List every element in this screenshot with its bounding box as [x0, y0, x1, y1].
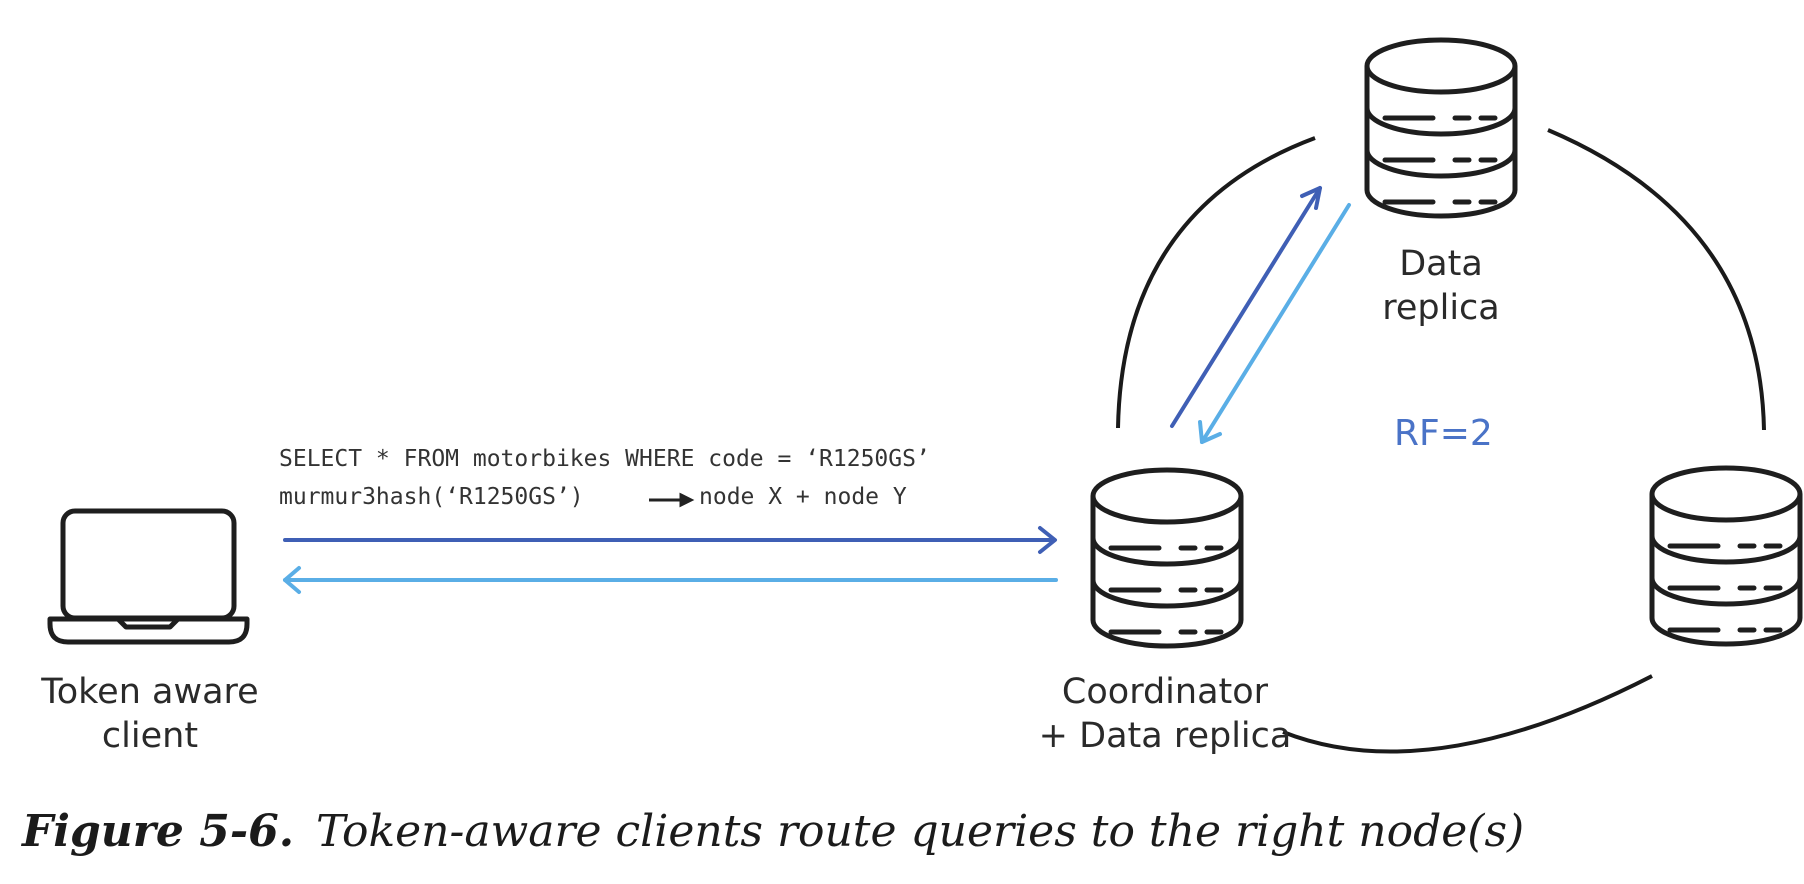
request-arrow [283, 526, 1057, 554]
third-node-database-icon [1652, 468, 1800, 644]
coordinator-label-line1: Coordinator [1061, 672, 1269, 712]
ring-arc-right [1547, 128, 1766, 431]
figure-caption-text: Token-aware clients route queries to the… [316, 806, 1525, 857]
client-label-line2: client [101, 716, 199, 756]
replication-factor-label: RF=2 [1394, 413, 1493, 454]
data-replica-label-line2: replica [1382, 288, 1500, 328]
figure-number: Figure 5-6. [22, 806, 295, 857]
data-replica-database-icon [1367, 40, 1515, 216]
coordinator-label-line2: + Data replica [1038, 716, 1292, 756]
client-label: Token aware client [10, 670, 290, 758]
query-statement: SELECT * FROM motorbikes WHERE code = ‘R… [279, 446, 930, 472]
coordinator-to-replica-arrow [1170, 186, 1322, 428]
client-label-line1: Token aware [41, 672, 259, 712]
hash-expression: murmur3hash(‘R1250GS’) [279, 484, 584, 510]
coordinator-label: Coordinator + Data replica [1020, 670, 1310, 758]
ring-arc-bottom [1282, 674, 1653, 754]
response-arrow [283, 566, 1058, 594]
cluster-ring [1116, 128, 1766, 754]
hash-target-nodes: node X + node Y [699, 484, 907, 510]
ring-arc-left [1116, 136, 1316, 429]
hash-result-arrow [649, 492, 695, 508]
data-replica-label-line1: Data [1399, 244, 1483, 284]
figure-caption: Figure 5-6. Token-aware clients route que… [22, 806, 1524, 857]
replica-to-coordinator-arrow [1198, 203, 1351, 444]
data-replica-label: Data replica [1341, 242, 1541, 330]
coordinator-database-icon [1093, 470, 1241, 646]
laptop-icon [47, 508, 250, 645]
